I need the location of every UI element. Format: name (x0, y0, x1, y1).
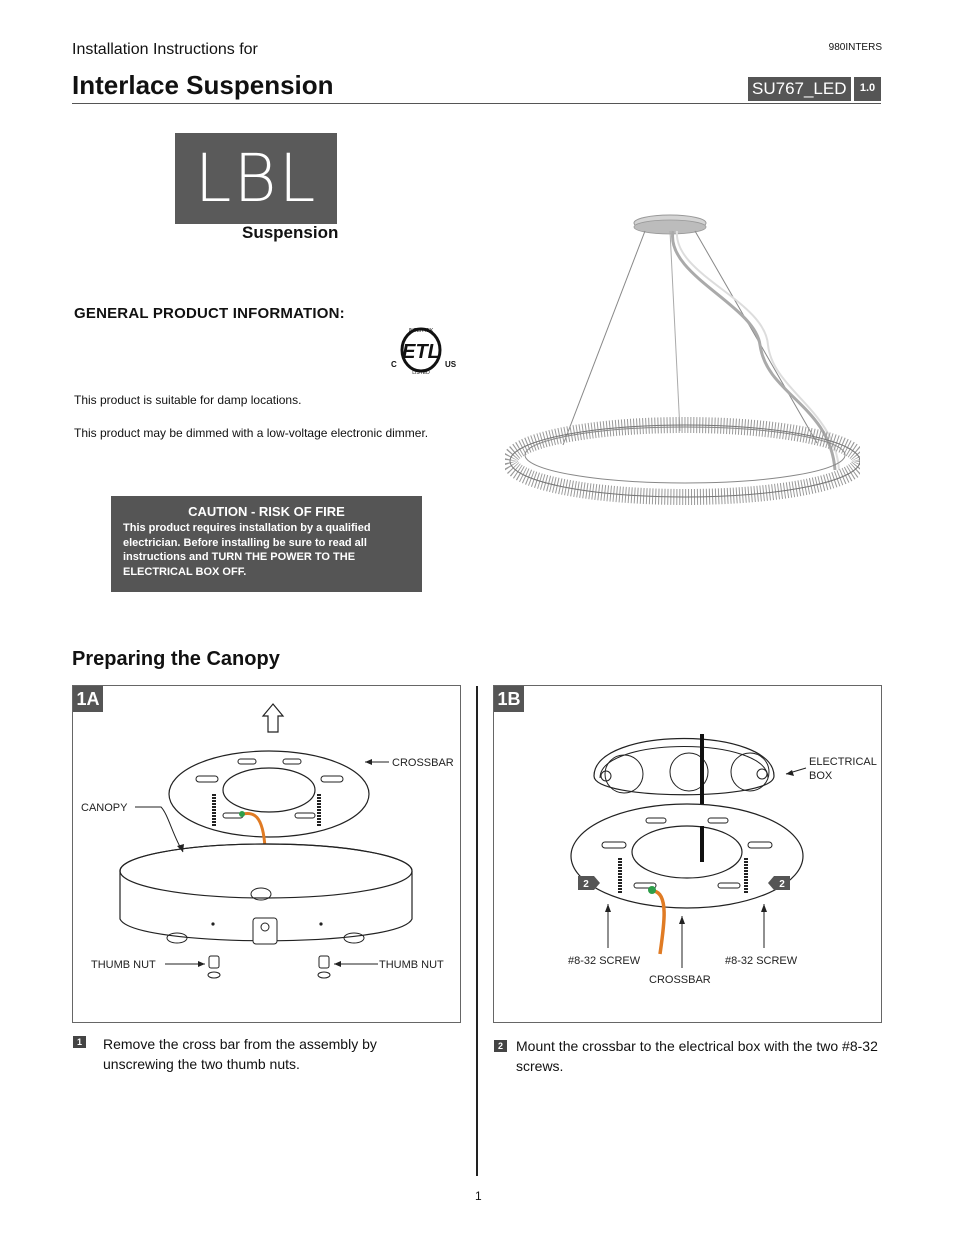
pendant-illustration (505, 214, 860, 505)
ground-wire (653, 889, 666, 955)
pre-title: Installation Instructions for (72, 41, 258, 58)
step-number: 1 (73, 1036, 86, 1048)
step-text: Remove the cross bar from the assembly b… (103, 1036, 377, 1072)
general-info-heading: GENERAL PRODUCT INFORMATION: (74, 305, 345, 322)
canopy-label: CANOPY (81, 802, 128, 814)
electrical-box-label: ELECTRICAL (809, 756, 877, 768)
suspension-cable (694, 230, 818, 444)
damp-location-text: This product is suitable for damp locati… (74, 393, 302, 407)
crossbar-label: CROSSBAR (649, 974, 711, 986)
document-code: 980INTERS (828, 42, 882, 53)
thumb-nut-icon (208, 955, 220, 969)
dimmer-text: This product may be dimmed with a low-vo… (74, 426, 429, 440)
suspension-cable (669, 230, 681, 432)
electrical-box-label-2: BOX (809, 770, 833, 782)
section-title: Preparing the Canopy (72, 648, 280, 670)
mounting-diagram: 2 2 ELECTRICAL BOX #8-32 SCREW #8-32 SCR… (568, 734, 877, 986)
step-number: 2 (494, 1040, 507, 1052)
column-divider (476, 686, 478, 1176)
step-badge-right: 2 (779, 879, 785, 890)
logo-subtitle: Suspension (242, 223, 339, 242)
caution-box: CAUTION - RISK OF FIRE This product requ… (111, 496, 422, 592)
etl-bottom-text: LISTED (412, 370, 430, 376)
figure-1b: 1B 2 2 (493, 685, 882, 1023)
suspension-cable (562, 230, 646, 446)
step-badge-left: 2 (583, 879, 589, 890)
etl-left-text: C (391, 360, 397, 369)
etl-right-text: US (445, 360, 457, 369)
ground-wire (242, 811, 267, 849)
figure-1a: 1A (72, 685, 461, 1023)
version-badge: 1.0 (854, 77, 881, 101)
thumb-nut-label-left: THUMB NUT (91, 959, 156, 971)
figure-tag: 1A (73, 686, 103, 712)
page-title: Interlace Suspension (72, 70, 334, 100)
screw-label-left: #8-32 SCREW (568, 955, 641, 967)
brand-logo: LBL (175, 133, 337, 224)
etl-top-text: INTERTEK (409, 328, 434, 334)
etl-main-text: ETL (402, 341, 440, 363)
page-number: 1 (475, 1189, 482, 1203)
caution-body: This product requires installation by a … (123, 522, 371, 578)
screw-label-right: #8-32 SCREW (725, 955, 798, 967)
caution-title: CAUTION - RISK OF FIRE (188, 504, 345, 519)
crossbar-label: CROSSBAR (392, 757, 454, 769)
electrical-box (593, 738, 775, 796)
model-number-badge: SU767_LED (748, 77, 851, 101)
up-arrow-icon (261, 703, 285, 733)
figure-tag: 1B (494, 686, 524, 712)
power-cord (671, 230, 837, 471)
step-text: Mount the crossbar to the electrical box… (516, 1038, 878, 1074)
title-divider (72, 103, 881, 104)
canopy-diagram: CROSSBAR CANOPY THUMB NUT THUMB NUT (81, 703, 454, 979)
etl-listed-icon: ETL INTERTEK LISTED C US (391, 327, 457, 376)
thumb-nut-label-right: THUMB NUT (379, 959, 444, 971)
thumb-nut-icon (318, 955, 330, 969)
